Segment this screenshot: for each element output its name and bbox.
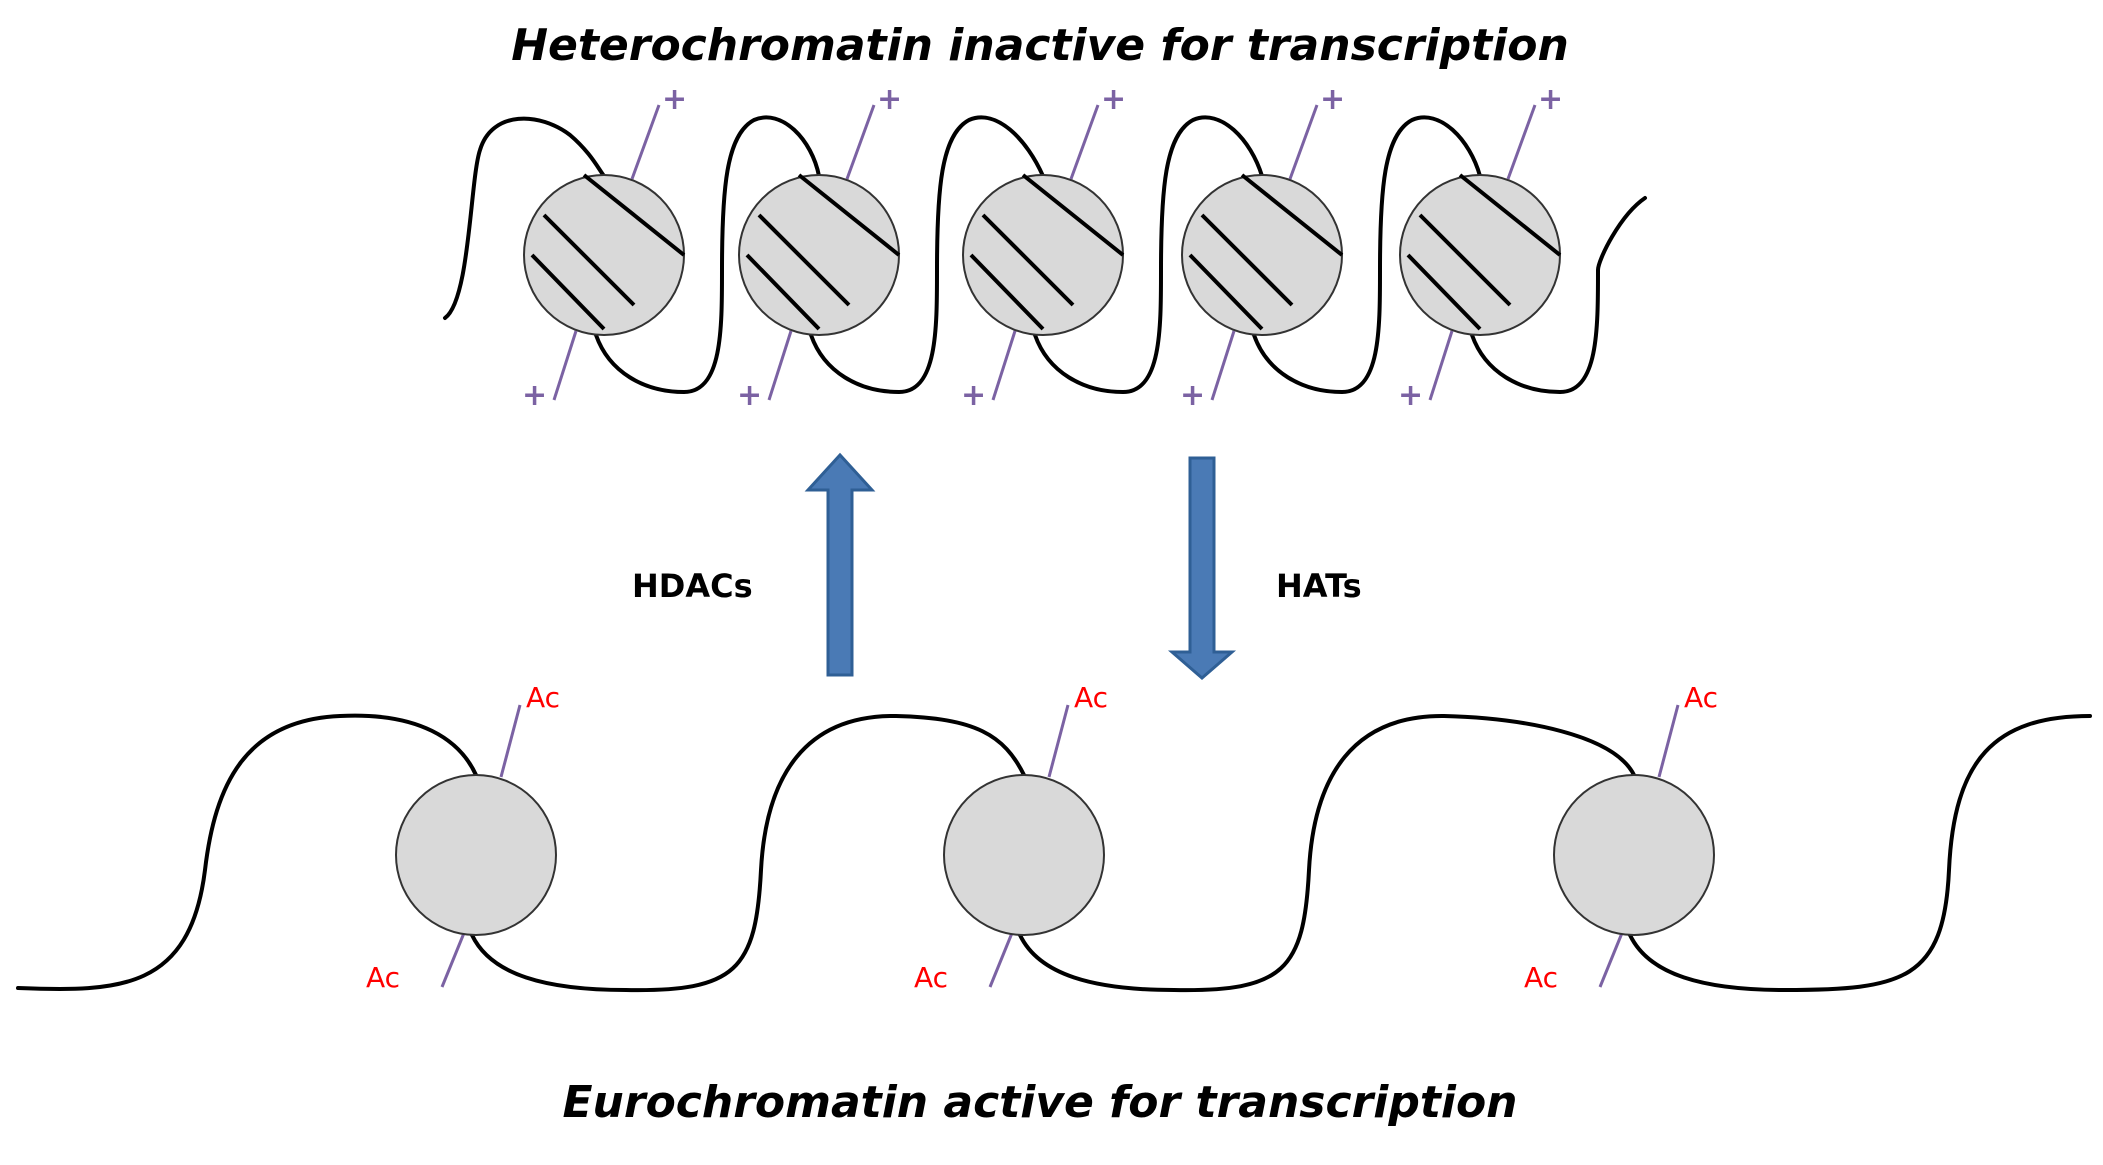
- positive-charge-label: +: [1101, 82, 1126, 117]
- positive-charge-label: +: [522, 378, 547, 413]
- dna-wrap: [1188, 253, 1264, 331]
- acetyl-label: Ac: [366, 961, 400, 994]
- dna-wrap: [1240, 173, 1344, 257]
- heterochromatin-title: Heterochromatin inactive for transcripti…: [511, 20, 1569, 71]
- histone-tail: [991, 330, 1017, 401]
- histone-tail: [1288, 104, 1319, 180]
- dna-wrap: [1458, 173, 1562, 257]
- histone-tail: [1210, 330, 1236, 401]
- acetyl-label: Ac: [526, 681, 560, 714]
- up-arrow-icon: [804, 452, 876, 677]
- histone-tail: [1069, 104, 1100, 180]
- positive-charge-label: +: [737, 378, 762, 413]
- histone-tail: [499, 704, 522, 778]
- histone-tail: [630, 104, 661, 180]
- histone-tail: [767, 330, 793, 401]
- down-arrow-icon: [1167, 456, 1237, 680]
- histone-tail: [1506, 104, 1537, 180]
- hdacs-label: HDACs: [632, 567, 753, 605]
- positive-charge-label: +: [662, 82, 687, 117]
- positive-charge-label: +: [1180, 378, 1205, 413]
- nucleosome: ++: [961, 82, 1126, 413]
- positive-charge-label: +: [877, 82, 902, 117]
- dna-wrap: [745, 253, 821, 331]
- dna-wrap: [797, 173, 901, 257]
- histone-core: [943, 774, 1105, 936]
- histone-tail: [552, 330, 578, 401]
- positive-charge-label: +: [961, 378, 986, 413]
- histone-core: [395, 774, 557, 936]
- nucleosome: ++: [737, 82, 902, 413]
- histone-tail: [1598, 932, 1624, 988]
- dna-wrap: [1418, 213, 1512, 307]
- histone-core: [738, 174, 900, 336]
- histone-core: [1553, 774, 1715, 936]
- histone-tail: [1047, 704, 1070, 778]
- histone-core: [962, 174, 1124, 336]
- dna-wrap: [981, 213, 1075, 307]
- dna-wrap: [1200, 213, 1294, 307]
- histone-core: [523, 174, 685, 336]
- dna-wrap: [969, 253, 1045, 331]
- dna-wrap: [530, 253, 606, 331]
- nucleosome: ++: [1180, 82, 1345, 413]
- acetyl-label: Ac: [1684, 681, 1718, 714]
- acetyl-label: Ac: [1074, 681, 1108, 714]
- positive-charge-label: +: [1398, 378, 1423, 413]
- eurochromatin-title: Eurochromatin active for transcription: [562, 1077, 1517, 1128]
- heterochromatin-fiber: ++++++++++: [443, 82, 1647, 413]
- histone-tail: [1428, 330, 1454, 401]
- positive-charge-label: +: [1320, 82, 1345, 117]
- histone-tail: [440, 932, 466, 988]
- dna-wrap: [1406, 253, 1482, 331]
- dna-wrap: [757, 213, 851, 307]
- histone-tail: [1657, 704, 1680, 778]
- nucleosome: ++: [1398, 82, 1563, 413]
- acetyl-label: Ac: [914, 961, 948, 994]
- histone-tail: [988, 932, 1014, 988]
- dna-wrap: [582, 173, 686, 257]
- dna-wrap: [542, 213, 636, 307]
- histone-tail: [845, 104, 876, 180]
- acetyl-label: Ac: [1524, 961, 1558, 994]
- histone-core: [1399, 174, 1561, 336]
- hats-label: HATs: [1276, 567, 1362, 605]
- histone-core: [1181, 174, 1343, 336]
- dna-wrap: [1021, 173, 1125, 257]
- positive-charge-label: +: [1538, 82, 1563, 117]
- nucleosome: ++: [522, 82, 687, 413]
